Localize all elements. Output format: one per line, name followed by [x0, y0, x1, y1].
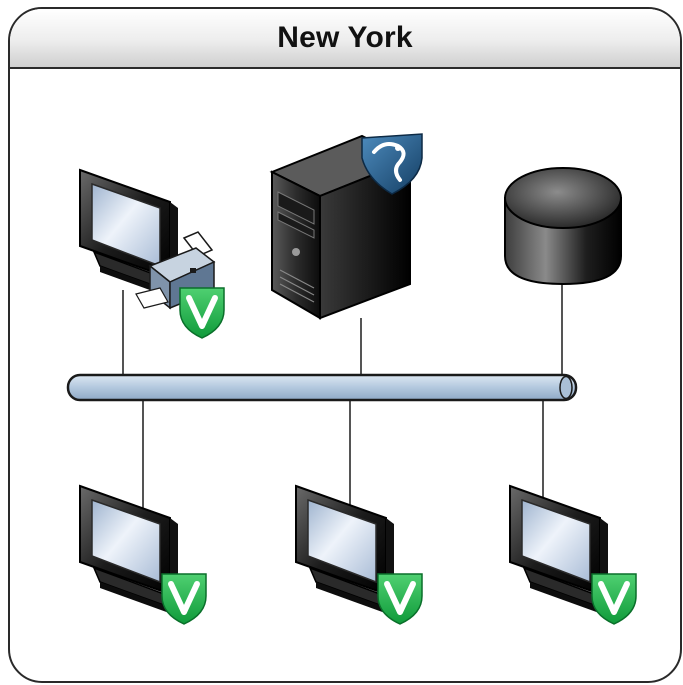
server-tower-icon — [269, 133, 423, 320]
site-title-bar: New York — [10, 9, 680, 69]
verified-badge-icon — [592, 574, 636, 624]
connector-lines — [122, 280, 563, 510]
site-title: New York — [277, 21, 413, 54]
workstation-icon — [295, 485, 422, 624]
verified-badge-icon — [180, 288, 224, 338]
workstation-printer-icon — [79, 169, 224, 338]
network-bus — [66, 373, 578, 402]
verified-badge-icon — [162, 574, 206, 624]
database-cylinder-icon — [504, 167, 622, 286]
workstation-icon — [509, 485, 636, 624]
security-shield-icon — [361, 133, 423, 195]
verified-badge-icon — [378, 574, 422, 624]
